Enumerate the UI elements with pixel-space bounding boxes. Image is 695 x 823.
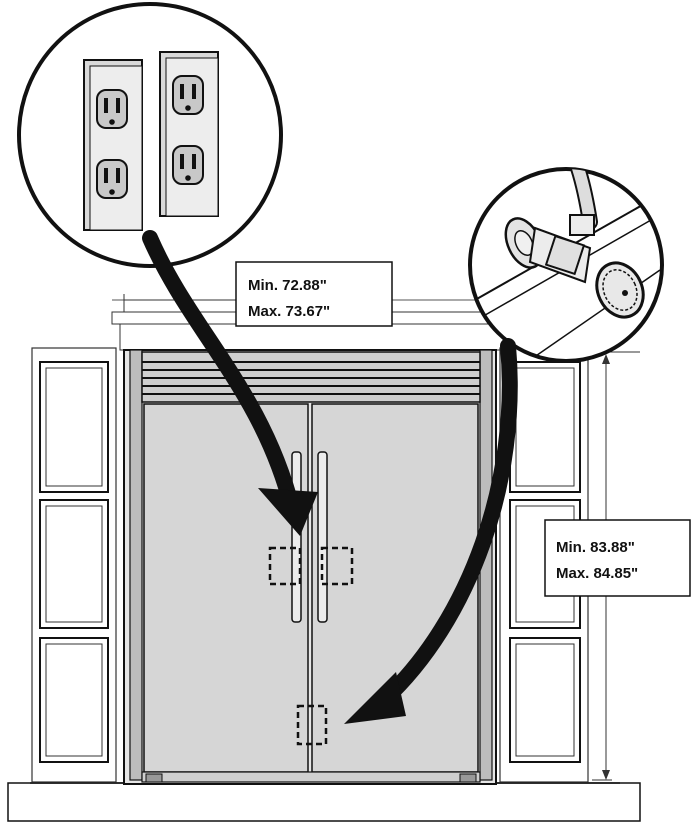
outlet-magnifier bbox=[17, 2, 283, 268]
width-max-label: Max. 73.67" bbox=[248, 303, 330, 320]
height-dimension-label: Min. 83.88" Max. 84.85" bbox=[544, 519, 691, 597]
toe-kick bbox=[141, 771, 481, 783]
outlet-location-markers bbox=[268, 546, 354, 586]
top-grille bbox=[141, 351, 481, 403]
refrigerator bbox=[123, 349, 497, 785]
water-shutoff-valve-icon bbox=[504, 214, 645, 319]
floor-base bbox=[7, 782, 641, 822]
height-max-label: Max. 84.85" bbox=[556, 565, 638, 582]
water-valve-location-marker bbox=[296, 704, 328, 746]
right-door-handle bbox=[317, 451, 328, 623]
height-min-label: Min. 83.88" bbox=[556, 539, 635, 556]
left-cabinet bbox=[31, 347, 117, 783]
outlet-arrow bbox=[142, 230, 318, 536]
valve-magnifier bbox=[468, 167, 664, 363]
left-door-handle bbox=[291, 451, 302, 623]
electrical-outlet-icon bbox=[83, 59, 143, 231]
electrical-outlet-icon bbox=[159, 51, 219, 217]
valve-arrow bbox=[344, 338, 518, 724]
width-min-label: Min. 72.88" bbox=[248, 277, 327, 294]
width-dimension-label: Min. 72.88" Max. 73.67" bbox=[235, 261, 393, 327]
